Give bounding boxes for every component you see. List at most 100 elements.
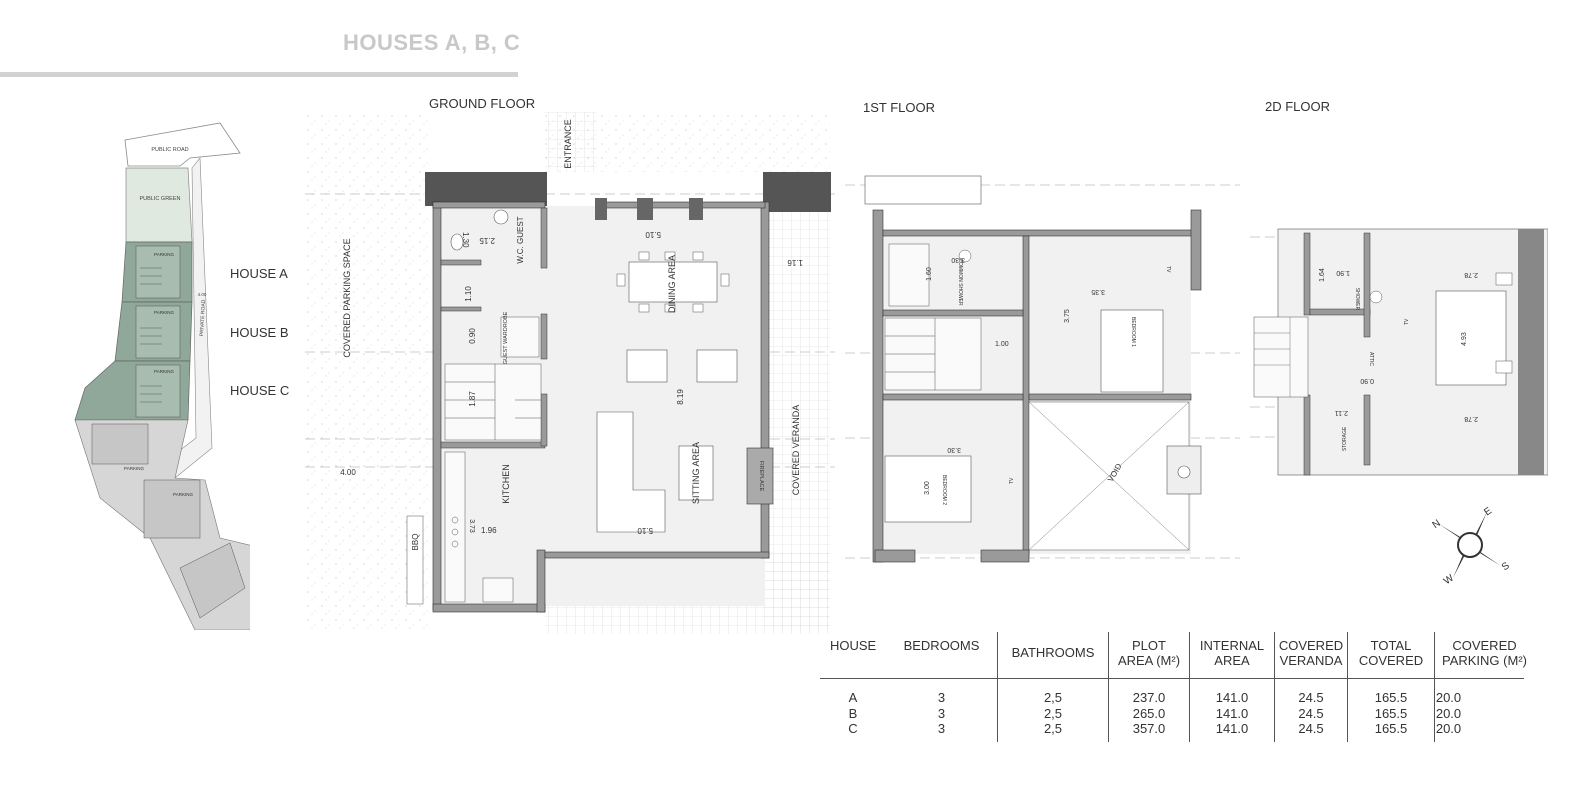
- fireplace-label: FIREPLACE: [758, 461, 764, 492]
- second-floor-plan: 1.64 1.90 SHOWER ATTIC 0.90 STORAGE 2.11…: [1250, 228, 1548, 476]
- bedroom1-dim-w: 3.35: [1091, 288, 1105, 295]
- values-house: A B C: [820, 690, 886, 737]
- hall-dim-2: 0.90: [468, 328, 477, 344]
- compass-rose: N E S W: [1430, 505, 1512, 587]
- table-header-rule: [820, 678, 1524, 679]
- row-c-total: 165.5: [1374, 721, 1408, 736]
- row-a-bedrooms: 3: [937, 690, 946, 705]
- coffee-table: [678, 445, 714, 501]
- house-a-footprint: [135, 245, 181, 299]
- parking-label-e: PARKING: [173, 492, 193, 497]
- values-total-covered: 165.5 165.5 165.5: [1348, 690, 1434, 737]
- second-floor-stairs: [1253, 316, 1309, 398]
- header-internal-area: INTERNAL AREA: [1199, 638, 1265, 668]
- col-total-covered: TOTAL COVERED 165.5 165.5 165.5: [1348, 632, 1435, 742]
- bbq-unit: [406, 515, 424, 605]
- col-covered-parking: COVERED PARKING (M²) 20.0 20.0 20.0: [1435, 632, 1527, 742]
- header-covered-parking: COVERED PARKING (M²): [1442, 638, 1527, 668]
- row-b-total: 165.5: [1374, 705, 1408, 721]
- house-c-footprint: [135, 364, 181, 418]
- dining-table: [628, 261, 718, 303]
- shower-dim-2: 3.30: [951, 256, 965, 263]
- col-plot-area: PLOT AREA (M²) 237.0 265.0 357.0: [1109, 632, 1190, 742]
- row-b-veranda: 24.5: [1298, 705, 1324, 721]
- row-c-veranda: 24.5: [1298, 721, 1324, 736]
- col-bathrooms: BATHROOMS 2,5 2,5 2,5: [998, 632, 1109, 742]
- overhang-right: [763, 172, 831, 212]
- bedroom-dim-1-2f: 2.78: [1464, 271, 1478, 278]
- bed-3: [1435, 290, 1507, 386]
- ground-floor-label: GROUND FLOOR: [429, 96, 536, 111]
- covered-veranda-label: COVERED VERANDA: [791, 405, 801, 496]
- compass-s: S: [1500, 560, 1512, 573]
- row-b-bedrooms: 3: [937, 705, 946, 721]
- parking-label-c: PARKING: [154, 369, 174, 374]
- entrance-label: ENTRANCE: [563, 119, 573, 169]
- storage-label: STORAGE: [1342, 426, 1348, 451]
- house-c-label: HOUSE C: [230, 383, 290, 398]
- row-b-plot: 265.0: [1132, 705, 1166, 721]
- row-c-parking: 20.0: [1435, 721, 1462, 736]
- header-bedrooms: BEDROOMS: [903, 638, 980, 653]
- ground-floor-plan: ENTRANCE COVERED PARKING SPACE 4.00 1.30…: [305, 112, 835, 634]
- shower-dim-1: 1.60: [926, 267, 933, 281]
- bedroom2-label: BEDROOM 2: [941, 475, 947, 505]
- specification-table: HOUSE A B C BEDROOMS 3 3 3 BATHROOMS 2,5…: [820, 632, 1527, 744]
- wc-guest-label: W.C. GUEST: [516, 216, 525, 263]
- row-c-house: C: [848, 721, 858, 736]
- adjacent-house-2: [143, 479, 201, 539]
- row-b-parking: 20.0: [1435, 705, 1462, 721]
- adjacent-house-3: [179, 542, 246, 619]
- parking-label-b: PARKING: [154, 310, 174, 315]
- row-a-bathrooms: 2,5: [1043, 690, 1063, 705]
- values-covered-veranda: 24.5 24.5 24.5: [1275, 690, 1347, 737]
- public-road-shape: [124, 122, 241, 167]
- values-bathrooms: 2,5 2,5 2,5: [998, 690, 1108, 737]
- stair-dim: 1.87: [468, 391, 477, 407]
- road-width-label: 4.00: [198, 292, 207, 297]
- parking-label-d: PARKING: [124, 466, 144, 471]
- header-house: HOUSE: [830, 638, 877, 653]
- col-house: HOUSE A B C: [820, 632, 886, 742]
- private-road-label: PRIVATE ROAD: [199, 299, 207, 336]
- page-title: HOUSES A, B, C: [343, 30, 521, 55]
- site-plan: PUBLIC ROAD PUBLIC GREEN PARKING PARKING…: [74, 122, 250, 630]
- bedroom-dim-2-2f: 4.93: [1461, 332, 1468, 346]
- sitting-width-dim: 5.10: [637, 526, 653, 535]
- overhang-left: [425, 172, 547, 206]
- bedroom2-dim-w: 3.30: [947, 446, 961, 453]
- row-b-internal: 141.0: [1215, 705, 1249, 721]
- compass-w: W: [1442, 572, 1457, 587]
- veranda-dim: 1.16: [787, 258, 803, 267]
- house-a-label: HOUSE A: [230, 266, 288, 281]
- shower-dim-1-2f: 1.64: [1319, 268, 1326, 282]
- second-floor-interior: [1277, 228, 1548, 476]
- bedroom-dim-3-2f: 2.78: [1464, 415, 1478, 422]
- values-covered-parking: 20.0 20.0 20.0: [1403, 690, 1494, 737]
- covered-parking-label: COVERED PARKING SPACE: [342, 238, 352, 357]
- hall-dim-1: 1.10: [464, 286, 473, 302]
- landing-dim: 1.00: [995, 341, 1009, 348]
- title-underline: [0, 72, 518, 77]
- header-total-covered: TOTAL COVERED: [1358, 638, 1424, 668]
- bedroom1-dim-d: 3.75: [1064, 309, 1071, 323]
- first-floor-plan: 1.60 3.30 COMMON SHOWER 1.00 BEDROOM 1 3…: [845, 175, 1240, 563]
- house-b-footprint: [135, 305, 181, 359]
- guest-wardrobe-label: GUEST WARDROBE: [503, 311, 509, 364]
- sloped-roof-wall: [1518, 229, 1544, 475]
- bedroom1-label: BEDROOM 1: [1130, 317, 1136, 347]
- row-a-internal: 141.0: [1215, 690, 1249, 705]
- row-c-internal: 141.0: [1215, 721, 1249, 736]
- row-c-bedrooms: 3: [937, 721, 946, 736]
- values-plot-area: 237.0 265.0 357.0: [1109, 690, 1189, 737]
- parking-label-a: PARKING: [154, 252, 174, 257]
- sitting-area-label: SITTING AREA: [691, 442, 701, 504]
- second-floor-label: 2D FLOOR: [1265, 99, 1331, 114]
- row-b-house: B: [848, 705, 858, 721]
- tv-label-2f: TV: [1404, 318, 1410, 325]
- shower-label-2f: SHOWER: [1354, 288, 1360, 311]
- adjacent-house-1: [91, 423, 149, 465]
- row-a-total: 165.5: [1374, 690, 1408, 705]
- sofa: [596, 411, 666, 533]
- compass-center: [1457, 532, 1483, 558]
